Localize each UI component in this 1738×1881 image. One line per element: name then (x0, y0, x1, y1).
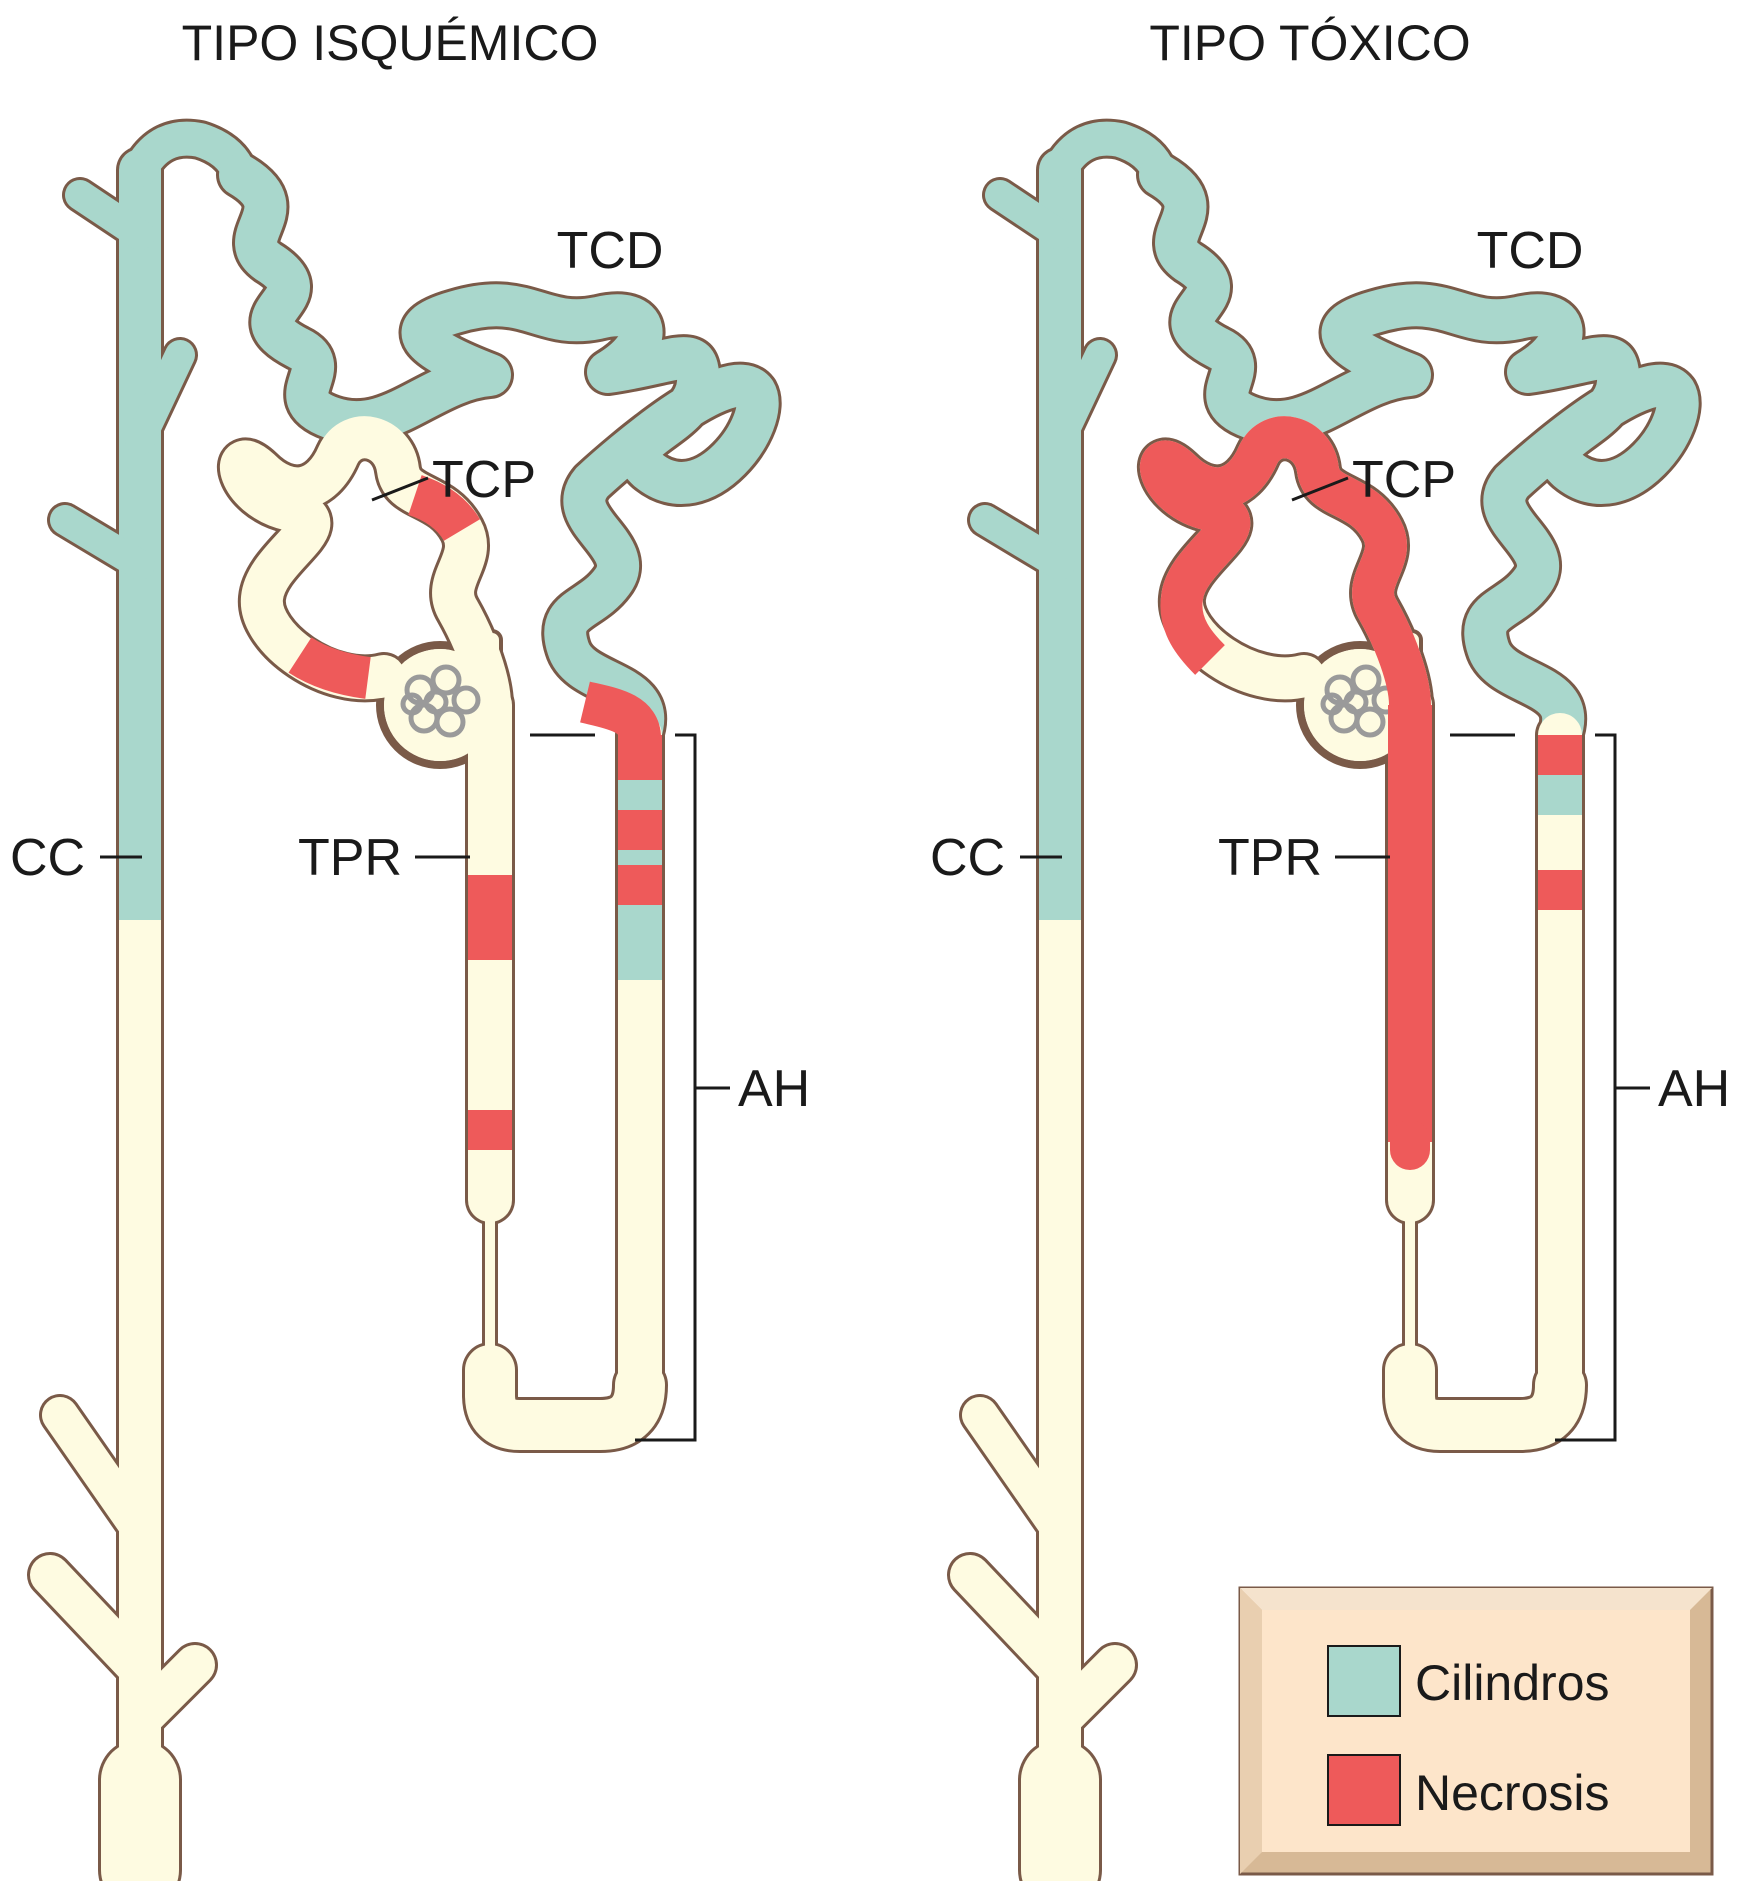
cast-band (1538, 775, 1582, 815)
legend-label-cylinders: Cilindros (1415, 1655, 1610, 1711)
necrosis-band (407, 475, 481, 542)
nephron-ischemic (50, 139, 758, 1870)
cast-band (618, 905, 662, 980)
necrosis-band (1538, 870, 1582, 910)
lesion-bands-toxic (1140, 416, 1582, 1170)
lesion-bands-ischemic (288, 475, 662, 1150)
necrosis-band (288, 637, 372, 699)
label-tpr: TPR (298, 829, 402, 887)
necrosis-band (618, 735, 662, 780)
label-tcp: TCP (1352, 451, 1456, 509)
panel-title-toxic: TIPO TÓXICO (1149, 15, 1470, 71)
panel-title-ischemic: TIPO ISQUÉMICO (182, 15, 599, 71)
label-cc: CC (10, 829, 85, 887)
collecting-duct-normal-segment (1039, 920, 1081, 1790)
necrosis-band (1140, 416, 1431, 706)
label-ah: AH (738, 1060, 810, 1118)
cast-band (618, 780, 662, 810)
legend-swatch-cylinders (1327, 1645, 1401, 1717)
collecting-duct-normal-segment (119, 920, 161, 1790)
label-ah: AH (1658, 1060, 1730, 1118)
label-tcd: TCD (557, 222, 664, 280)
legend: Cilindros Necrosis (1238, 1586, 1714, 1876)
legend-swatch-necrosis (1327, 1754, 1401, 1826)
necrosis-band (1538, 735, 1582, 775)
nephron-toxic (970, 139, 1678, 1870)
leader-tcp (1291, 476, 1349, 502)
necrosis-band (618, 810, 662, 850)
label-tcp: TCP (432, 451, 536, 509)
necrosis-band (468, 875, 512, 960)
label-cc: CC (930, 829, 1005, 887)
panel-ischemic: TIPO ISQUÉMICO TCD TCP CC TPR (10, 15, 810, 1870)
label-tpr: TPR (1218, 829, 1322, 887)
legend-label-necrosis: Necrosis (1415, 1765, 1609, 1821)
panel-toxic: TIPO TÓXICO TCD TCP CC TPR AH (930, 15, 1730, 1870)
necrosis-band (580, 681, 661, 741)
necrosis-band (468, 1110, 512, 1150)
necrosis-band (618, 865, 662, 905)
leader-tcp (371, 476, 429, 502)
legend-bevel-top (1240, 1588, 1712, 1610)
legend-bevel-left (1240, 1588, 1262, 1874)
label-tcd: TCD (1477, 222, 1584, 280)
